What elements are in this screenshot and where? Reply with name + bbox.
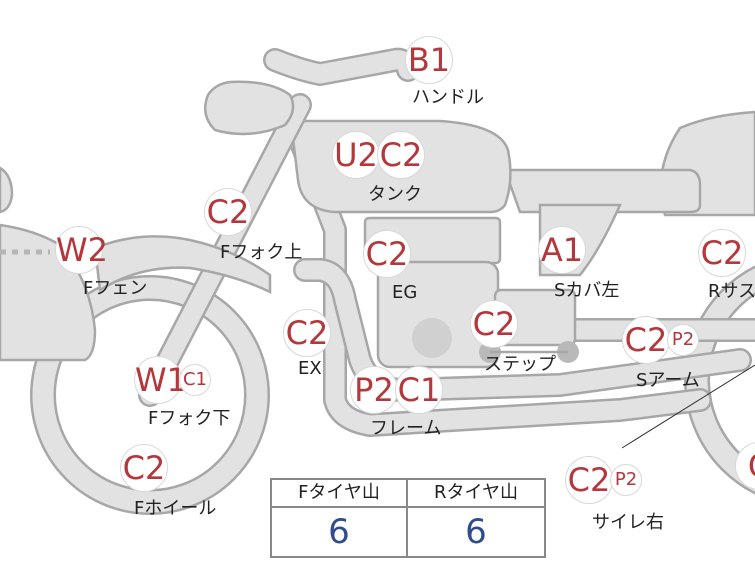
s-cover-left-marker: A1 bbox=[538, 226, 586, 274]
s-cover-left-code: A1 bbox=[538, 226, 586, 274]
front-fender-shape bbox=[93, 235, 272, 294]
f-wheel-marker: C2 bbox=[120, 444, 168, 492]
f-fork-lower-code-1: W1 bbox=[134, 356, 187, 404]
tire-tread-table: Fタイヤ山 Rタイヤ山 6 6 bbox=[270, 478, 546, 558]
exhaust-marker: C2 bbox=[283, 309, 331, 357]
s-arm-code-2: P2 bbox=[667, 324, 699, 356]
engine-label: EG bbox=[392, 282, 418, 303]
seat-rail-shape bbox=[503, 168, 702, 214]
r-wheel-marker: C bbox=[735, 442, 755, 490]
tank-code-2: C2 bbox=[377, 131, 425, 179]
f-fork-lower-code-2: C1 bbox=[179, 364, 211, 396]
frame-marker: P2 C1 bbox=[350, 366, 443, 414]
frame-code-1: P2 bbox=[350, 366, 398, 414]
silencer-right-code-1: C2 bbox=[565, 456, 613, 504]
f-fender-marker: W2 bbox=[55, 226, 108, 274]
f-fender-label: Fフェン bbox=[83, 278, 148, 299]
r-sus-label: Rサス bbox=[708, 281, 755, 302]
f-fork-lower-label: Fフォク下 bbox=[148, 408, 231, 429]
front-cowl-shape bbox=[0, 166, 14, 214]
rear-tire-value: 6 bbox=[465, 512, 487, 552]
step-label: ステップ bbox=[484, 354, 556, 375]
s-arm-label: Sアーム bbox=[636, 370, 700, 391]
frame-label: フレーム bbox=[370, 418, 442, 439]
f-fork-upper-marker: C2 bbox=[204, 188, 252, 236]
headlight-shape bbox=[203, 80, 295, 136]
exhaust-label: EX bbox=[298, 358, 322, 379]
f-wheel-code: C2 bbox=[120, 444, 168, 492]
silencer-right-marker: C2 P2 bbox=[565, 456, 642, 504]
f-fender-code: W2 bbox=[55, 226, 108, 274]
handle-label: ハンドル bbox=[412, 87, 484, 108]
f-fork-lower-marker: W1 C1 bbox=[134, 356, 211, 404]
s-arm-marker: C2 P2 bbox=[622, 316, 699, 364]
front-tire-header: Fタイヤ山 bbox=[272, 480, 408, 508]
step-code: C2 bbox=[470, 300, 518, 348]
tank-label: タンク bbox=[368, 184, 422, 205]
r-sus-marker: C2 bbox=[698, 229, 746, 277]
rear-tire-header: Rタイヤ山 bbox=[408, 480, 544, 508]
front-tire-value: 6 bbox=[272, 508, 408, 556]
engine-marker: C2 bbox=[363, 230, 411, 278]
step-marker: C2 bbox=[470, 300, 518, 348]
r-wheel-code: C bbox=[735, 442, 755, 490]
silencer-pointer-line bbox=[621, 364, 755, 449]
exhaust-code: C2 bbox=[283, 309, 331, 357]
silencer-right-code-2: P2 bbox=[610, 464, 642, 496]
f-wheel-label: Fホイール bbox=[134, 498, 217, 519]
s-cover-left-label: Sカバ左 bbox=[554, 280, 620, 301]
engine-code: C2 bbox=[363, 230, 411, 278]
f-fork-upper-code: C2 bbox=[204, 188, 252, 236]
r-sus-code: C2 bbox=[698, 229, 746, 277]
frame-code-2: C1 bbox=[395, 366, 443, 414]
handle-code: B1 bbox=[405, 36, 453, 84]
tank-marker: U2 C2 bbox=[332, 131, 425, 179]
s-arm-code-1: C2 bbox=[622, 316, 670, 364]
tank-code-1: U2 bbox=[332, 131, 380, 179]
handle-marker: B1 bbox=[405, 36, 453, 84]
silencer-right-label: サイレ右 bbox=[592, 512, 664, 533]
f-fork-upper-label: Fフォク上 bbox=[220, 242, 303, 263]
